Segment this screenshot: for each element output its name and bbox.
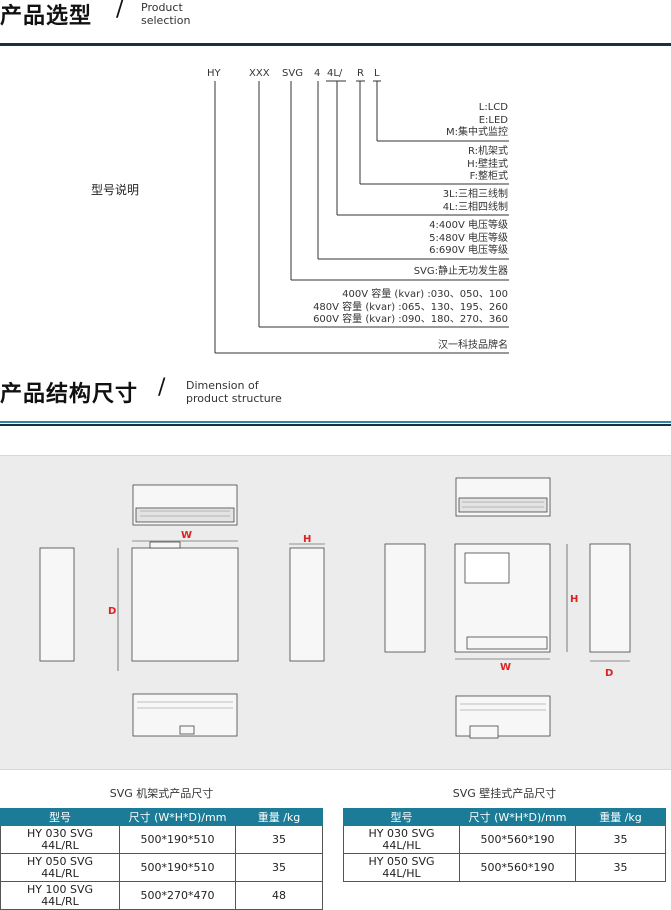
section-subtitle-selection: Product selection bbox=[141, 1, 190, 27]
wall-side-view-left bbox=[384, 543, 426, 653]
dim-label-h-wall: H bbox=[570, 594, 579, 605]
rack-table-caption: SVG 机架式产品尺寸 bbox=[109, 787, 214, 800]
desc-capacity: 400V 容量 (kvar) :030、050、100 480V 容量 (kva… bbox=[313, 289, 508, 327]
title-slash: / bbox=[116, 0, 124, 22]
desc-line: E:LED bbox=[478, 114, 508, 126]
code-brand: HY bbox=[207, 68, 221, 79]
col-weight: 重量 /kg bbox=[235, 808, 323, 826]
code-wiring: 4L/ bbox=[327, 68, 343, 79]
desc-line: 6:690V 电压等级 bbox=[429, 245, 508, 256]
col-weight: 重量 /kg bbox=[575, 808, 666, 826]
cell-weight: 35 bbox=[235, 825, 323, 854]
section-title-dimension: 产品结构尺寸 bbox=[0, 382, 139, 407]
desc-line: H:壁挂式 bbox=[467, 158, 508, 170]
subtitle-line-1: Product bbox=[141, 1, 183, 14]
desc-mount: R:机架式 H:壁挂式 F:整柜式 bbox=[467, 146, 508, 184]
dim-label-w-wall: W bbox=[500, 662, 512, 673]
col-model: 型号 bbox=[0, 808, 120, 826]
desc-display: L:LCD E:LED M:集中式监控 bbox=[446, 102, 508, 140]
cell-weight: 35 bbox=[575, 853, 666, 882]
col-size: 尺寸 (W*H*D)/mm bbox=[119, 808, 236, 826]
code-capacity: XXX bbox=[249, 68, 270, 79]
technical-drawings bbox=[39, 477, 631, 739]
subtitle-line-2: product structure bbox=[186, 392, 282, 405]
dim-label-d: D bbox=[108, 606, 117, 617]
header-rule bbox=[0, 43, 671, 46]
rack-side-view-right bbox=[289, 547, 325, 662]
wall-side-view-right bbox=[589, 543, 631, 653]
dim-label-d-wall: D bbox=[605, 668, 614, 679]
subtitle-line-2: selection bbox=[141, 14, 191, 27]
desc-line: 480V 容量 (kvar) :065、130、195、260 bbox=[313, 301, 508, 313]
col-size: 尺寸 (W*H*D)/mm bbox=[459, 808, 576, 826]
title-slash: / bbox=[158, 375, 166, 400]
subtitle-line-1: Dimension of bbox=[186, 379, 259, 392]
desc-line: F:整柜式 bbox=[469, 171, 508, 182]
desc-brand: 汉一科技品牌名 bbox=[438, 340, 508, 353]
desc-voltage: 4:400V 电压等级 5:480V 电压等级 6:690V 电压等级 bbox=[429, 220, 508, 258]
wall-table-caption: SVG 壁挂式产品尺寸 bbox=[452, 787, 557, 800]
cell-size: 500*270*470 bbox=[119, 881, 236, 910]
table-header-row: 型号 尺寸 (W*H*D)/mm 重量 /kg bbox=[0, 808, 323, 826]
header-rule-teal bbox=[0, 421, 671, 423]
desc-line: 600V 容量 (kvar) :090、180、270、360 bbox=[313, 314, 508, 325]
desc-line: L:LCD bbox=[478, 102, 508, 113]
cell-size: 500*560*190 bbox=[459, 825, 576, 854]
drawings-panel: W D H H W D bbox=[0, 455, 671, 770]
desc-line: 4L:三相四线制 bbox=[442, 201, 508, 213]
header-rule-dark bbox=[0, 424, 671, 426]
desc-line: 5:480V 电压等级 bbox=[429, 232, 508, 244]
rack-front-view bbox=[131, 547, 239, 662]
table-header-row: 型号 尺寸 (W*H*D)/mm 重量 /kg bbox=[343, 808, 666, 826]
desc-line: 400V 容量 (kvar) :030、050、100 bbox=[342, 289, 508, 300]
cell-weight: 35 bbox=[575, 825, 666, 854]
cell-size: 500*190*510 bbox=[119, 853, 236, 882]
code-product: SVG bbox=[282, 68, 303, 79]
section-title-selection: 产品选型 bbox=[0, 4, 93, 29]
dim-label-h: H bbox=[303, 534, 312, 545]
desc-line: 汉一科技品牌名 bbox=[438, 340, 508, 351]
code-voltage: 4 bbox=[314, 68, 321, 79]
wall-bottom-view bbox=[455, 695, 551, 737]
cell-size: 500*190*510 bbox=[119, 825, 236, 854]
cell-size: 500*560*190 bbox=[459, 853, 576, 882]
section-subtitle-dimension: Dimension of product structure bbox=[186, 379, 282, 405]
cell-weight: 48 bbox=[235, 881, 323, 910]
model-label: 型号说明 bbox=[91, 183, 140, 197]
rack-side-view-left bbox=[39, 547, 75, 662]
desc-wiring: 3L:三相三线制 4L:三相四线制 bbox=[443, 189, 508, 214]
desc-line: 4:400V 电压等级 bbox=[429, 220, 508, 231]
cell-weight: 35 bbox=[235, 853, 323, 882]
desc-line: R:机架式 bbox=[467, 146, 508, 157]
model-code-leader-lines bbox=[214, 80, 509, 354]
desc-line: M:集中式监控 bbox=[446, 127, 508, 138]
desc-product: SVG:静止无功发生器 bbox=[414, 266, 508, 279]
desc-line: 3L:三相三线制 bbox=[442, 189, 508, 200]
desc-line: SVG:静止无功发生器 bbox=[413, 266, 508, 277]
code-display: L bbox=[374, 68, 380, 79]
model-code-diagram: HY XXX SVG 4 4L/ R L 型号说明 L:LCD E:LED M:… bbox=[0, 60, 671, 360]
code-mount: R bbox=[357, 68, 364, 79]
col-model: 型号 bbox=[343, 808, 460, 826]
dim-label-w: W bbox=[181, 530, 193, 541]
